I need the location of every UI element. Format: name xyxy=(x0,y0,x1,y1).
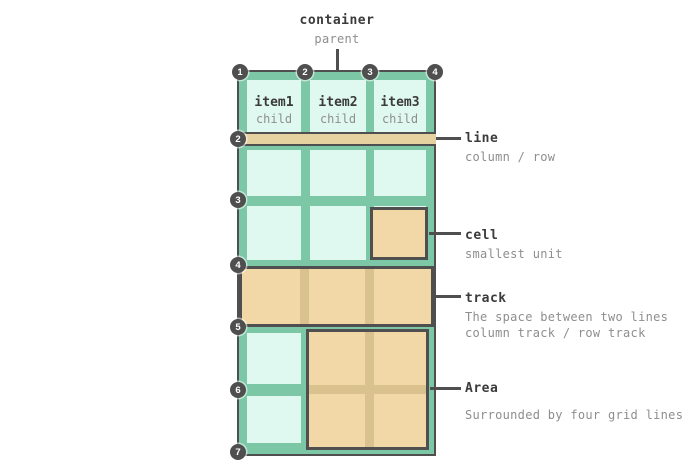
grid-cell-item1: item1 child xyxy=(247,80,301,135)
area-row-line-stripe xyxy=(309,385,426,394)
line-connector xyxy=(436,137,461,140)
grid-cell-item2: item2 child xyxy=(310,80,366,135)
item3-sublabel: child xyxy=(381,111,419,126)
container-connector-line xyxy=(336,49,339,71)
track-highlight xyxy=(239,266,434,327)
item2-sublabel: child xyxy=(319,111,357,126)
line-annotation: line column / row xyxy=(465,130,555,165)
row-line-number-badge: 2 xyxy=(230,131,246,147)
line-highlight xyxy=(237,132,436,146)
grid-cell xyxy=(310,206,366,260)
container-subtitle: parent xyxy=(314,32,360,46)
grid-cell xyxy=(247,206,301,260)
cell-highlight xyxy=(370,207,428,260)
grid-cell xyxy=(247,396,301,443)
grid-cell xyxy=(247,150,301,196)
item2-label: item2 xyxy=(318,94,358,110)
track-column-line-stripe xyxy=(365,269,374,324)
track-description-line1: The space between two lines xyxy=(465,310,669,324)
row-line-number-badge: 5 xyxy=(230,319,246,335)
cell-connector xyxy=(429,232,461,235)
line-title: line xyxy=(465,131,499,146)
row-line-number-badge: 6 xyxy=(230,382,246,398)
row-line-number-badge: 4 xyxy=(230,257,246,273)
item1-sublabel: child xyxy=(255,111,293,126)
column-line-number-badge: 2 xyxy=(297,64,313,80)
container-title: container xyxy=(299,13,375,28)
grid-cell xyxy=(374,150,426,196)
track-title: track xyxy=(465,291,507,306)
track-description-line2: column track / row track xyxy=(465,326,646,340)
area-title: Area xyxy=(465,381,499,396)
area-connector xyxy=(430,387,461,390)
grid-cell-item3: item3 child xyxy=(374,80,426,135)
item3-label: item3 xyxy=(380,94,420,110)
grid-cell xyxy=(310,150,366,196)
track-connector xyxy=(436,295,461,298)
row-line-number-badge: 3 xyxy=(230,192,246,208)
area-annotation: Area Surrounded by four grid lines xyxy=(465,380,683,423)
column-line-number-badge: 4 xyxy=(427,64,443,80)
grid-container: item1 child item2 child item3 child xyxy=(237,70,436,456)
track-column-line-stripe xyxy=(300,269,309,324)
cell-annotation: cell smallest unit xyxy=(465,227,563,262)
item1-label: item1 xyxy=(254,94,294,110)
column-line-number-badge: 1 xyxy=(232,64,248,80)
column-line-number-badge: 3 xyxy=(362,64,378,80)
container-label-group: container parent xyxy=(236,12,438,47)
area-description: Surrounded by four grid lines xyxy=(465,408,684,422)
cell-description: smallest unit xyxy=(465,247,563,261)
grid-cell xyxy=(247,333,301,384)
cell-title: cell xyxy=(465,228,499,243)
line-description: column / row xyxy=(465,150,556,164)
area-highlight xyxy=(306,329,429,450)
track-annotation: track The space between two lines column… xyxy=(465,290,668,341)
row-line-number-badge: 7 xyxy=(230,444,246,460)
